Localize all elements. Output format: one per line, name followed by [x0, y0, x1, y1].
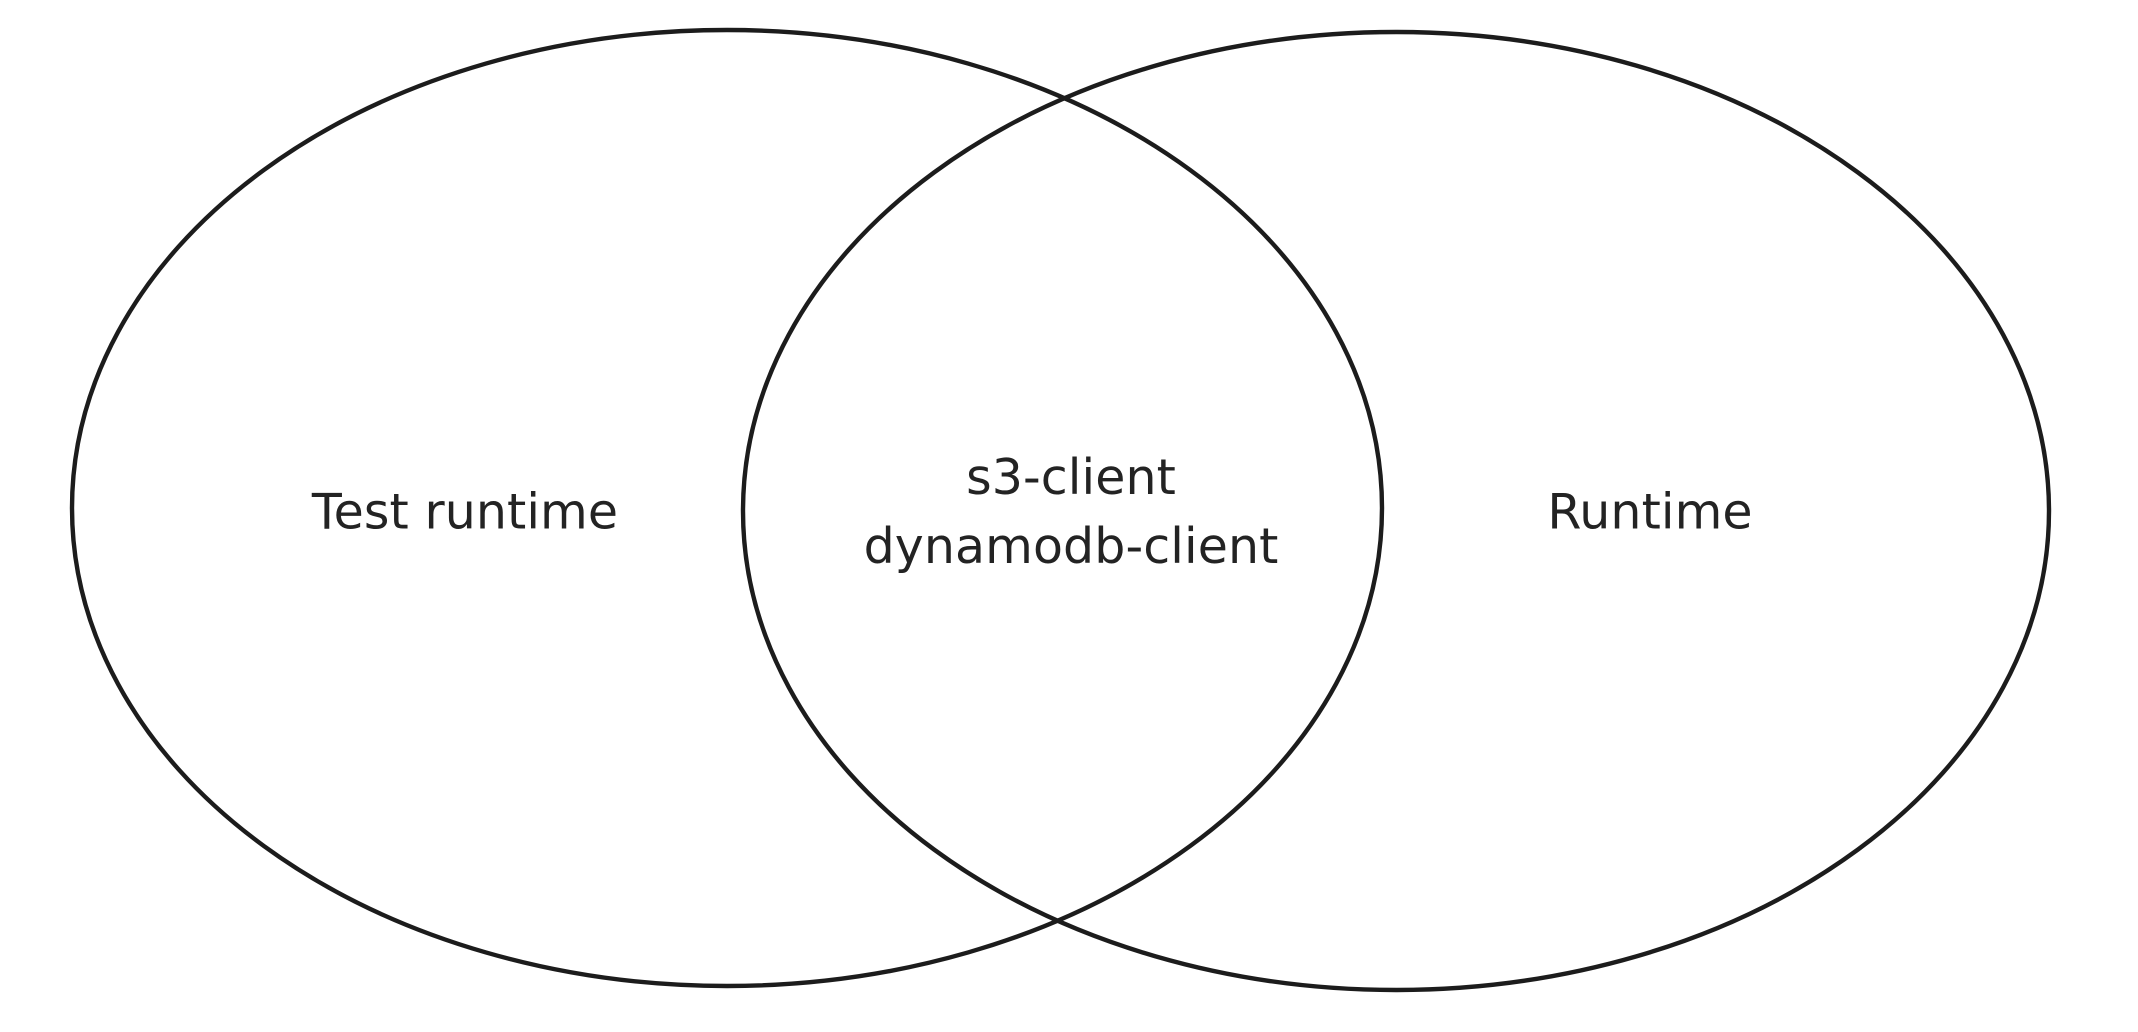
set-label-left: Test runtime: [312, 478, 618, 547]
set-ellipse-left[interactable]: [69, 27, 1385, 989]
set-label-right: Runtime: [1547, 478, 1752, 547]
set-label-left-text: Test runtime: [311, 483, 619, 541]
intersection-label: s3-client dynamodb-client: [864, 443, 1279, 581]
set-label-right-text: Runtime: [1547, 483, 1753, 541]
intersection-item-s3-client: s3-client: [966, 449, 1176, 506]
set-ellipse-right[interactable]: [740, 29, 2052, 993]
intersection-item-dynamodb-client: dynamodb-client: [863, 518, 1279, 575]
